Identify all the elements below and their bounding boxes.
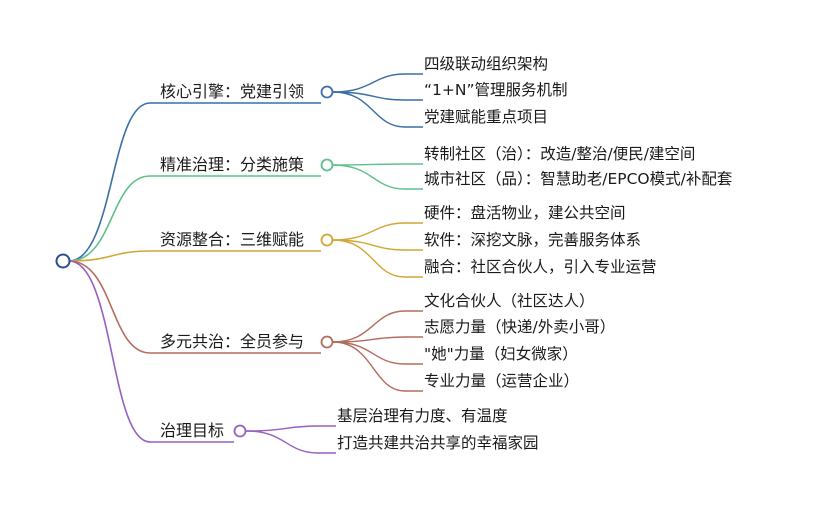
branch-connector — [68, 260, 234, 443]
branch-node-dot[interactable] — [233, 424, 247, 438]
leaf-label: 打造共建共治共享的幸福家园 — [337, 434, 539, 452]
branch-connector — [68, 102, 321, 262]
leaf-label: 志愿力量（快递/外卖小哥） — [424, 318, 615, 336]
branch-node-dot[interactable] — [320, 158, 334, 172]
root-node[interactable] — [55, 253, 71, 269]
branch-node-dot[interactable] — [320, 233, 334, 247]
leaf-connector — [332, 239, 423, 278]
leaf-label: 城市社区（品）：智慧助老/EPCO模式/补配套 — [424, 170, 732, 188]
branch-label: 精准治理：分类施策 — [160, 155, 304, 174]
leaf-label: 融合：社区合伙人，引入专业运营 — [424, 258, 657, 276]
leaf-connector — [332, 222, 423, 241]
leaf-connector — [332, 239, 423, 251]
leaf-label: "她"力量（妇女微家） — [424, 344, 578, 363]
leaf-label: 转制社区（治）：改造/整治/便民/建空间 — [424, 145, 695, 163]
leaf-connector — [245, 425, 336, 432]
leaf-label: 专业力量（运营企业） — [424, 372, 579, 390]
branch-connector — [68, 250, 321, 262]
branch-label: 核心引擎：党建引领 — [160, 82, 304, 101]
leaf-label: 软件：深挖文脉，完善服务体系 — [424, 231, 641, 249]
leaf-connector — [332, 91, 423, 128]
leaf-label: 文化合伙人（社区达人） — [424, 292, 595, 310]
branch-label: 治理目标 — [160, 421, 224, 440]
leaf-label: 硬件：盘活物业，建公共空间 — [424, 203, 626, 222]
leaf-connector — [332, 310, 423, 343]
leaf-connector — [332, 164, 423, 190]
leaf-connector — [332, 73, 423, 93]
branch-connector — [68, 260, 321, 354]
branch-node-dot[interactable] — [320, 85, 334, 99]
leaf-connector — [245, 430, 336, 454]
branch-connector — [68, 175, 321, 262]
leaf-connector — [332, 91, 423, 101]
leaf-label: 基层治理有力度、有温度 — [337, 407, 508, 425]
leaf-connector — [332, 341, 423, 365]
branch-label: 多元共治：全员参与 — [160, 332, 304, 351]
leaf-connector — [332, 163, 423, 166]
leaf-connector — [332, 336, 423, 343]
branch-node-dot[interactable] — [320, 335, 334, 349]
branch-label: 资源整合：三维赋能 — [160, 230, 304, 249]
leaf-connector — [332, 341, 423, 392]
leaf-label: 党建赋能重点项目 — [424, 108, 548, 126]
leaf-label: 四级联动组织架构 — [424, 55, 548, 73]
leaf-label: “1+N”管理服务机制 — [424, 81, 568, 99]
